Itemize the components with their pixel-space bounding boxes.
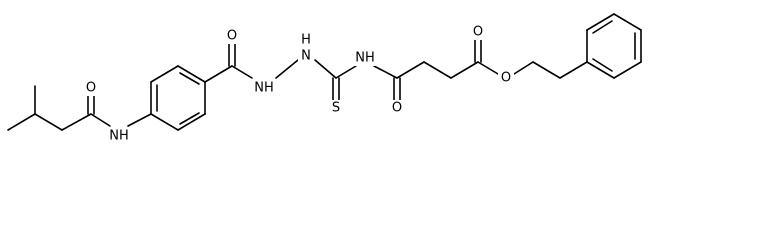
ring2-inner-1 bbox=[592, 20, 613, 34]
atom-nh-hydrazide1: NH bbox=[254, 81, 274, 96]
bond-co4-o bbox=[477, 61, 499, 75]
bond-ch3a-ch bbox=[7, 113, 36, 131]
ring2-bond-3 bbox=[613, 13, 642, 31]
atom-o-amide1: O bbox=[86, 81, 96, 96]
ring1-bond-1 bbox=[150, 113, 179, 131]
thiocarbonyl bbox=[332, 77, 340, 101]
atom-o-amide2: O bbox=[392, 101, 402, 116]
ring2-bond-6 bbox=[586, 61, 615, 79]
bond-co2-nh bbox=[231, 65, 253, 79]
molecule-diagram: O NH O NH H N S NH O O O bbox=[7, 13, 642, 144]
atom-nh-thioamide: NH bbox=[355, 51, 375, 66]
atom-o-hydrazide: O bbox=[227, 29, 237, 44]
atom-labels: O NH O NH H N S NH O O O bbox=[83, 24, 514, 144]
atom-n-hydrazide2: N bbox=[301, 49, 311, 64]
ring2-inner-3 bbox=[592, 58, 613, 72]
ring1-inner-1 bbox=[179, 112, 200, 125]
ring1-inner-2 bbox=[179, 72, 200, 85]
phenethyl-linker bbox=[513, 61, 588, 79]
bond-co3-ch2a bbox=[396, 61, 425, 79]
bond-cs-nh bbox=[335, 65, 357, 79]
bond-ch2a-ch2b bbox=[423, 61, 452, 79]
bond-nh-ring bbox=[127, 113, 152, 127]
atom-o-ester: O bbox=[501, 71, 511, 86]
atom-h-hydrazide2: H bbox=[301, 33, 311, 48]
benzene-ring-1 bbox=[150, 65, 206, 131]
bond-co1-nh bbox=[90, 113, 111, 127]
bond-ch2b-ring2 bbox=[559, 61, 588, 79]
bond-ch2-co bbox=[61, 113, 92, 131]
succinyl-chain bbox=[396, 61, 479, 79]
hydrazide-carbonyl bbox=[228, 41, 253, 79]
ring2-bond-2 bbox=[586, 13, 615, 31]
atom-s-thio: S bbox=[332, 101, 340, 116]
amide2-carbonyl bbox=[393, 77, 401, 101]
bond-n-cs bbox=[314, 59, 337, 79]
bond-ch2a-ch2b-2 bbox=[532, 61, 561, 79]
ring1-bond-5 bbox=[150, 65, 179, 83]
ring2-bond-5 bbox=[613, 61, 642, 79]
bond-ch2b-co4 bbox=[450, 61, 479, 79]
bond-ring-co2 bbox=[204, 65, 233, 83]
amide1-carbonyl bbox=[87, 93, 111, 127]
atom-nh-aniline: NH bbox=[109, 129, 129, 144]
atom-o-ester-carbonyl: O bbox=[473, 25, 483, 40]
benzene-ring-2 bbox=[586, 13, 642, 79]
bond-ch-ch2 bbox=[34, 113, 63, 131]
bond-nh-co3 bbox=[373, 65, 398, 79]
bond-n-n bbox=[275, 59, 299, 79]
isobutyl-group bbox=[7, 85, 92, 131]
bond-o-ch2a bbox=[513, 61, 534, 75]
ring1-bond-2 bbox=[177, 113, 206, 131]
ester-carbonyl bbox=[474, 39, 499, 75]
ring1-bond-4 bbox=[177, 65, 206, 83]
structure-canvas: O NH O NH H N S NH O O O bbox=[7, 13, 642, 144]
